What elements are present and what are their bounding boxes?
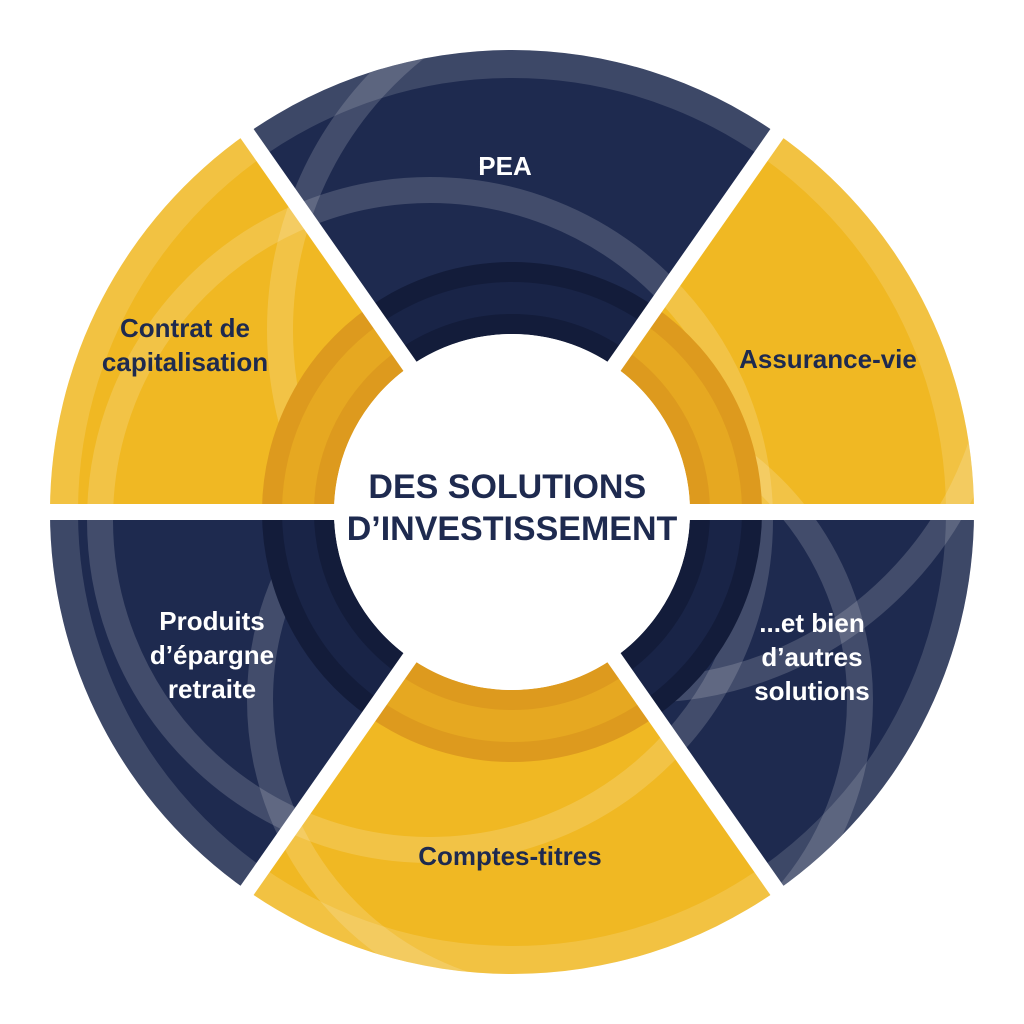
segment-label-line: ...et bien bbox=[759, 608, 864, 638]
segment-label-comptes-titres: Comptes-titres bbox=[418, 841, 601, 871]
center-title-line-1: DES SOLUTIONS bbox=[368, 468, 646, 506]
inner-ring-band-autres-solutions bbox=[625, 512, 742, 701]
center-title: DES SOLUTIONS D’INVESTISSEMENT bbox=[347, 468, 678, 548]
segment-label-autres-solutions: ...et bien d’autres solutions bbox=[754, 608, 870, 706]
segment-labels: PEA Assurance-vie ...et bien d’autres soluti… bbox=[102, 151, 917, 871]
inner-ring-pea bbox=[368, 261, 656, 367]
segment-label-line: PEA bbox=[478, 151, 532, 181]
inner-ring bbox=[262, 261, 762, 762]
segment-separator bbox=[601, 112, 796, 379]
inner-ring-band-pea bbox=[380, 281, 644, 350]
segment-label-line: solutions bbox=[754, 676, 870, 706]
segment-label-line: d’épargne bbox=[150, 640, 274, 670]
inner-ring-band-produits-epargne-retraite bbox=[282, 512, 399, 701]
inner-ring-band-comptes-titres bbox=[380, 674, 644, 742]
segment-label-line: d’autres bbox=[761, 642, 862, 672]
center-disc bbox=[334, 334, 690, 690]
segment-comptes-titres bbox=[247, 713, 777, 974]
segment-pea bbox=[247, 50, 777, 311]
segment-label-pea: PEA bbox=[478, 151, 532, 181]
segment-produits-epargne-retraite bbox=[50, 512, 371, 891]
segment-label-contrat-capitalisation: Contrat de capitalisation bbox=[102, 313, 268, 377]
inner-ring-comptes-titres bbox=[368, 657, 656, 762]
segment-label-line: retraite bbox=[168, 674, 256, 704]
center-title-line-2: D’INVESTISSEMENT bbox=[347, 510, 678, 548]
segment-label-line: Assurance-vie bbox=[739, 344, 917, 374]
segment-label-line: Produits bbox=[159, 606, 264, 636]
segment-label-line: capitalisation bbox=[102, 347, 268, 377]
segment-separator bbox=[228, 645, 423, 912]
segment-separator bbox=[228, 112, 423, 379]
segment-assurance-vie bbox=[653, 133, 974, 512]
segment-contrat-capitalisation bbox=[50, 133, 371, 512]
inner-ring-band-assurance-vie bbox=[625, 323, 742, 512]
wheel-segments bbox=[50, 50, 974, 974]
segment-label-line: Contrat de bbox=[120, 313, 250, 343]
segment-separators bbox=[30, 112, 994, 912]
segment-label-assurance-vie: Assurance-vie bbox=[739, 344, 917, 374]
inner-ring-band-contrat-capitalisation bbox=[282, 323, 399, 512]
segment-separator bbox=[601, 645, 796, 912]
segment-label-produits-epargne-retraite: Produits d’épargne retraite bbox=[150, 606, 274, 704]
segment-autres-solutions bbox=[653, 512, 974, 891]
segment-label-line: Comptes-titres bbox=[418, 841, 601, 871]
